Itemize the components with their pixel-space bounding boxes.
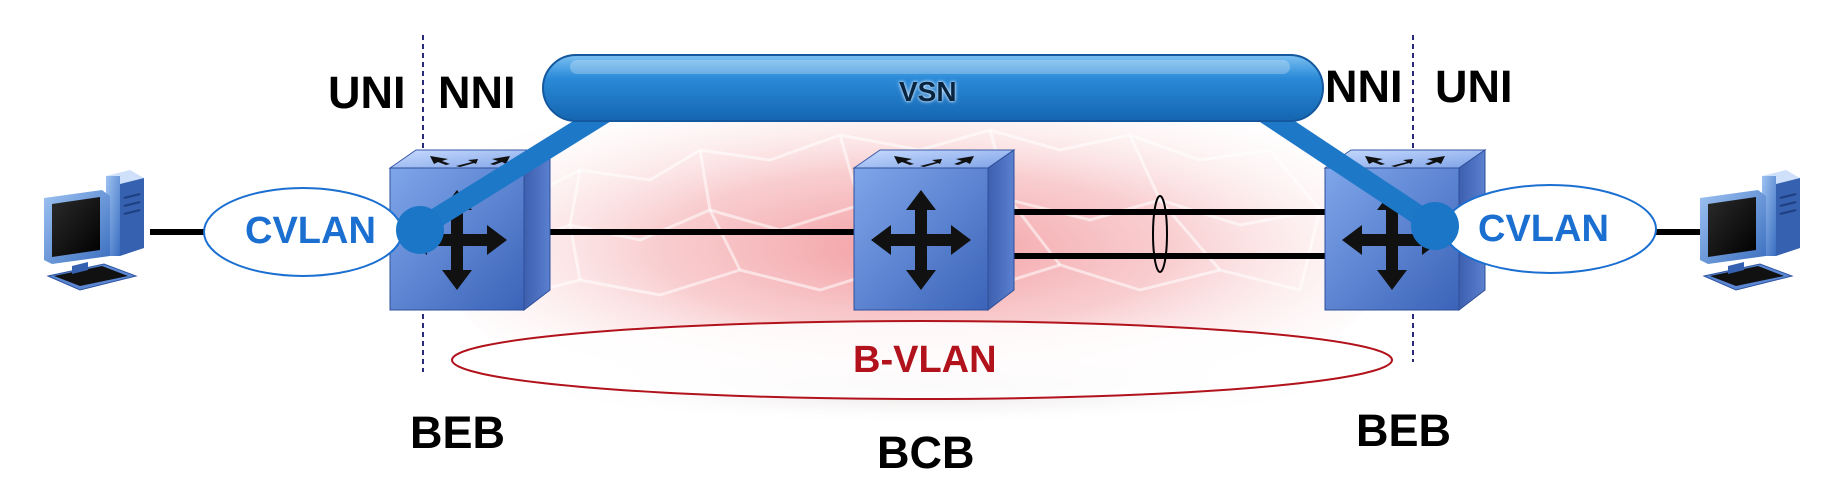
beb-label-right: BEB [1356, 405, 1452, 456]
bcb-label: BCB [877, 427, 975, 478]
desktop-computer-icon-left [43, 169, 145, 291]
vsn-endpoint-right [1411, 202, 1459, 250]
vsn-tunnel-right [1250, 100, 1442, 234]
nni-label-right: NNI [1325, 61, 1403, 112]
vsn-tunnel-left [410, 100, 620, 238]
cvlan-label-left: CVLAN [245, 210, 376, 252]
bvlan-label: B-VLAN [853, 339, 997, 381]
bvlan-ellipse [451, 320, 1393, 400]
beb-label-left: BEB [410, 407, 506, 458]
vsn-bar [542, 54, 1324, 122]
cvlan-label-right: CVLAN [1478, 208, 1609, 250]
nni-label-left: NNI [438, 67, 516, 118]
vsn-label: VSN [899, 76, 957, 107]
uni-label-left: UNI [328, 67, 406, 118]
link-aggregation-ring [1152, 195, 1168, 273]
vsn-endpoint-left [396, 206, 444, 254]
bcb-switch [853, 149, 1015, 311]
uni-label-right: UNI [1435, 61, 1513, 112]
desktop-computer-icon-right [1699, 169, 1801, 291]
